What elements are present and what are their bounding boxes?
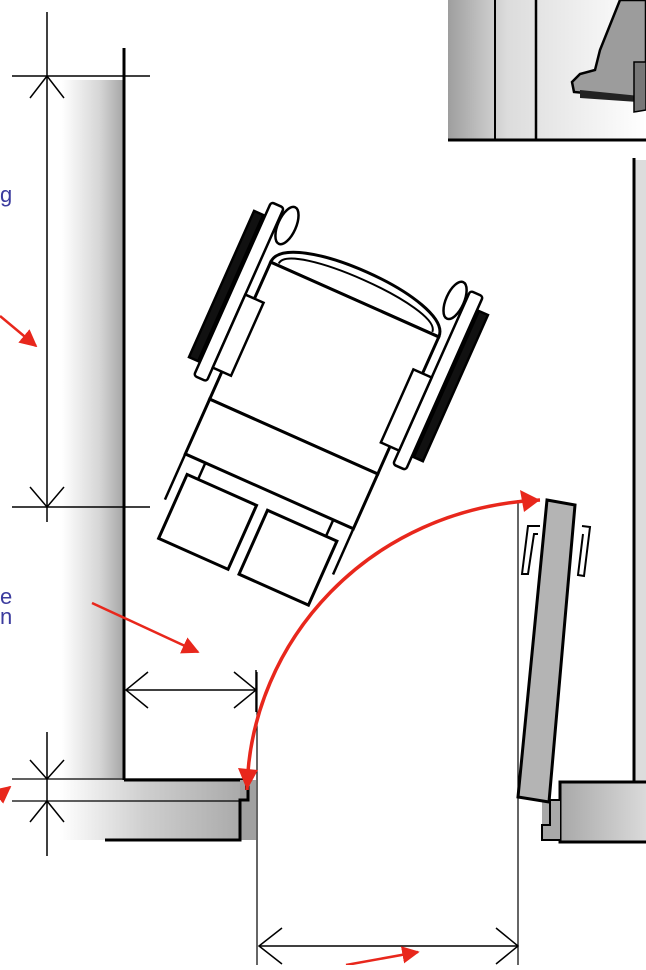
leg-detail-inset	[448, 0, 646, 142]
label-fragment-top: g	[0, 182, 13, 207]
clear-width-dimension	[257, 927, 520, 965]
wheelchair-icon	[156, 201, 490, 608]
label-fragment-middle: e	[0, 584, 13, 609]
door-leaf-icon	[516, 498, 592, 804]
threshold-dimension	[12, 732, 240, 856]
leg-icon	[570, 0, 646, 113]
vertical-dimension	[12, 12, 150, 522]
pointer-arrows	[0, 315, 420, 967]
right-wall	[517, 158, 646, 965]
label-fragment-bottom: n	[0, 604, 13, 629]
left-wall	[60, 48, 246, 840]
latch-clearance-dimension	[124, 670, 258, 712]
door-swing-arc	[238, 490, 541, 791]
